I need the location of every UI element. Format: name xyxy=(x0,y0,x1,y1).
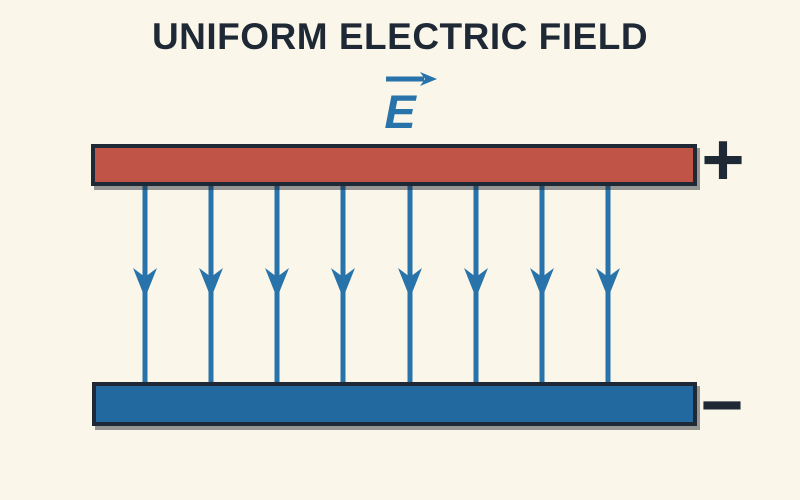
minus-sign: − xyxy=(700,363,744,446)
field-symbol: E xyxy=(384,85,416,138)
plus-sign: + xyxy=(701,118,745,201)
vector-arrow-icon xyxy=(386,72,437,86)
negative-plate xyxy=(92,382,697,426)
field-vector-label: E xyxy=(350,72,450,135)
positive-plate xyxy=(91,144,697,186)
diagram-title: UNIFORM ELECTRIC FIELD xyxy=(151,16,649,57)
